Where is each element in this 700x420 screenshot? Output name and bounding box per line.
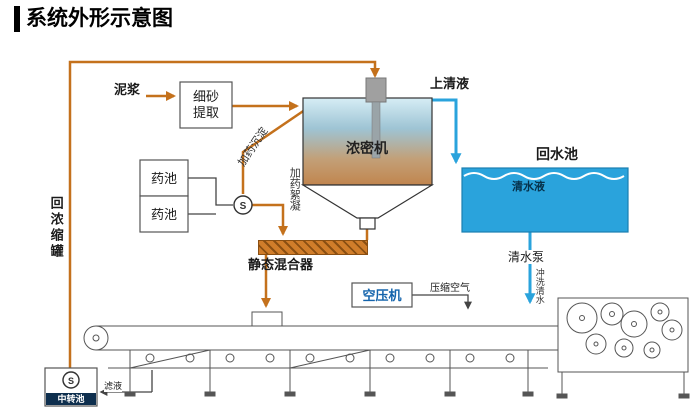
pipe-return-loop — [68, 60, 380, 368]
label-compressed-air: 压缩空气 — [430, 283, 470, 294]
label-fine-sand-extraction: 细砂 提取 — [180, 89, 232, 120]
water-surface-wave — [463, 172, 625, 180]
label-slurry: 泥浆 — [114, 82, 141, 97]
label-transfer-pool: 中转池 — [46, 393, 96, 405]
pump-s-label: S — [240, 201, 247, 212]
label-dose-flocculate: 加药絮凝 — [288, 167, 301, 211]
chem-pool-a-box — [139, 159, 189, 197]
label-return-thickener: 回浓缩罐 — [48, 196, 64, 260]
label-return-pool: 回水池 — [536, 146, 578, 162]
pipe-supernatant — [430, 98, 462, 165]
agitator-shaft — [371, 101, 381, 159]
label-clear-water: 清水液 — [512, 181, 545, 193]
dosing-pump-icon: S — [233, 195, 253, 215]
chem-pool-b-box — [139, 195, 189, 233]
label-fine-sand-line1: 细砂 — [192, 89, 219, 104]
label-static-mixer: 静态混合器 — [248, 257, 314, 272]
press-feed-hopper — [251, 311, 283, 327]
thickener-tank — [300, 77, 435, 230]
pipe-dosing-sedimentation — [241, 99, 320, 194]
belt-filter-press — [83, 297, 690, 399]
page-title: 系统外形示意图 — [14, 6, 173, 32]
pump-s-label: S — [68, 376, 74, 386]
static-mixer-bar — [258, 240, 368, 255]
feed-pipe — [365, 77, 387, 103]
label-thickener: 浓密机 — [346, 140, 388, 156]
line-compressed-air — [412, 294, 472, 310]
label-clear-water-pump: 清水泵 — [506, 250, 547, 265]
label-air-compressor: 空压机 — [362, 288, 402, 303]
pipe-dosing-flocculation — [252, 203, 288, 236]
label-chem-pool-b: 药池 — [150, 207, 177, 222]
label-flush-water: 冲洗清水 — [534, 268, 545, 304]
air-compressor-box — [351, 282, 413, 308]
pipe-water-group — [430, 98, 536, 305]
label-supernatant: 上清液 — [430, 76, 470, 91]
return-water-pool — [461, 167, 629, 233]
label-fine-sand-line2: 提取 — [192, 104, 219, 120]
label-filtrate: 滤液 — [104, 381, 123, 392]
line-chem-a — [188, 177, 233, 206]
transfer-pump-icon — [62, 371, 80, 389]
label-chem-pool-a: 药池 — [150, 171, 177, 186]
fine-sand-extraction-box — [179, 81, 233, 129]
pipe-orange-group — [68, 60, 380, 368]
